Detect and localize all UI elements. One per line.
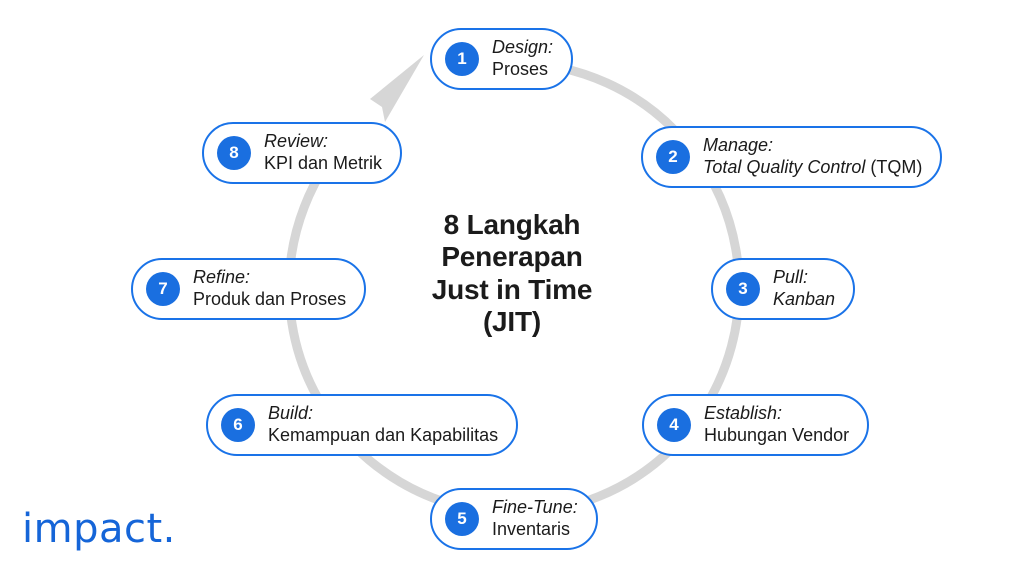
step-label: Review: KPI dan Metrik — [264, 131, 382, 175]
step-node-7[interactable]: 7 Refine: Produk dan Proses — [131, 258, 367, 320]
step-label: Design: Proses — [492, 37, 553, 81]
step-label: Refine: Produk dan Proses — [193, 267, 346, 311]
step-node-3[interactable]: 3 Pull: Kanban — [711, 258, 856, 320]
step-number-badge: 5 — [445, 502, 479, 536]
step-number-badge: 2 — [656, 140, 690, 174]
page-title: 8 Langkah Penerapan Just in Time (JIT) — [396, 209, 628, 339]
title-line-4: (JIT) — [482, 306, 542, 338]
step-lead-text: Design: — [492, 37, 554, 58]
title-line-3: Just in Time — [431, 273, 593, 305]
step-lead-text: Pull: — [773, 267, 809, 288]
step-label: Pull: Kanban — [773, 267, 835, 311]
title-line-1: 8 Langkah — [443, 209, 581, 240]
step-lead-text: Manage: — [703, 135, 774, 156]
step-lead-text: Establish: — [704, 403, 783, 424]
step-body-text: Kanban — [773, 289, 836, 309]
step-number-badge: 3 — [726, 272, 760, 306]
step-node-2[interactable]: 2 Manage: Total Quality Control (TQM) — [641, 126, 943, 188]
step-body-text: Proses — [492, 59, 549, 79]
step-label: Build: Kemampuan dan Kapabilitas — [268, 403, 498, 447]
step-body-text: Hubungan Vendor — [704, 425, 850, 445]
step-node-4[interactable]: 4 Establish: Hubungan Vendor — [642, 394, 870, 456]
step-number-badge: 8 — [217, 136, 251, 170]
step-lead-text: Fine-Tune: — [492, 497, 578, 518]
step-node-5[interactable]: 5 Fine-Tune: Inventaris — [430, 488, 598, 550]
step-node-1[interactable]: 1 Design: Proses — [430, 28, 574, 90]
step-number-badge: 4 — [657, 408, 691, 442]
step-node-8[interactable]: 8 Review: KPI dan Metrik — [202, 122, 403, 184]
step-node-6[interactable]: 6 Build: Kemampuan dan Kapabilitas — [206, 394, 519, 456]
impact-logo: impact. — [22, 506, 176, 552]
step-number-badge: 7 — [146, 272, 180, 306]
step-label: Establish: Hubungan Vendor — [704, 403, 849, 447]
title-line-2: Penerapan — [441, 241, 583, 273]
step-number-badge: 6 — [221, 408, 255, 442]
step-body-text: KPI dan Metrik — [264, 153, 383, 173]
step-label: Manage: Total Quality Control (TQM) — [703, 135, 922, 179]
step-body-text: Inventaris — [492, 519, 571, 539]
step-body-text: Total Quality Control (TQM) — [703, 157, 922, 179]
cycle-arrow-head — [370, 55, 424, 122]
step-body-text: Produk dan Proses — [193, 289, 347, 309]
step-lead-text: Build: — [268, 403, 314, 424]
step-body-main: Total Quality Control — [703, 157, 866, 177]
step-body-suffix: (TQM) — [865, 157, 923, 177]
step-lead-text: Review: — [264, 131, 329, 152]
step-number-badge: 1 — [445, 42, 479, 76]
step-body-text: Kemampuan dan Kapabilitas — [268, 425, 499, 445]
step-lead-text: Refine: — [193, 267, 251, 288]
step-label: Fine-Tune: Inventaris — [492, 497, 578, 541]
